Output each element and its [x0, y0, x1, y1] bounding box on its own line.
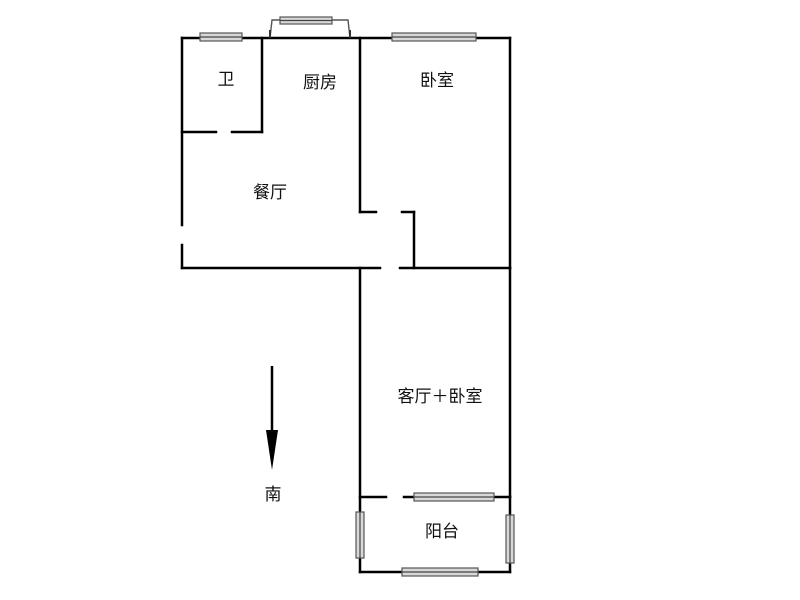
room-label-kitchen: 厨房	[303, 73, 337, 93]
compass-label-south: 南	[265, 485, 282, 505]
windows	[199, 16, 515, 577]
compass	[266, 366, 278, 470]
room-label-dining: 餐厅	[253, 183, 287, 203]
room-label-balcony: 阳台	[425, 522, 459, 542]
room-label-living-bedroom: 客厅＋卧室	[398, 387, 483, 407]
compass-arrow-head	[266, 430, 278, 470]
room-label-bedroom: 卧室	[420, 71, 454, 91]
walls	[180, 36, 512, 574]
room-label-bathroom: 卫	[218, 70, 235, 90]
